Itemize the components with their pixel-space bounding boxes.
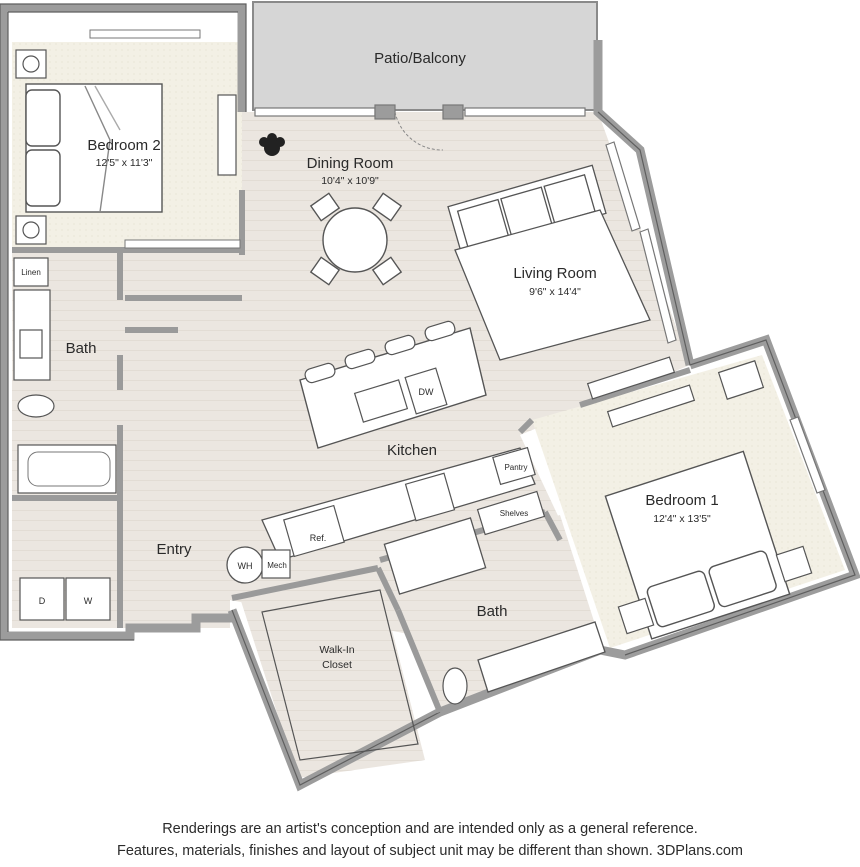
shelves-label: Shelves	[500, 509, 528, 518]
water-heater-label: WH	[238, 561, 253, 571]
washer	[65, 577, 111, 621]
left-bath-sink	[19, 329, 43, 359]
disclaimer: Renderings are an artist's conception an…	[0, 818, 860, 862]
dining-table	[309, 192, 403, 286]
refrigerator	[283, 504, 345, 558]
closet-floor	[240, 575, 425, 778]
dishwasher	[404, 367, 448, 415]
bedroom-1-chair	[717, 360, 765, 400]
interior-walls	[12, 190, 691, 714]
kitchen-name: Kitchen	[387, 442, 437, 459]
left-bath-tub-inner	[27, 451, 111, 487]
bedroom-2-dresser	[217, 94, 237, 176]
bedroom-1-dims: 12'4" x 13'5"	[653, 513, 711, 525]
bedroom-1-window	[789, 416, 826, 494]
dryer-label: D	[39, 596, 46, 606]
living-room-rug	[454, 209, 651, 361]
plant-icon	[259, 133, 285, 156]
bedroom-1-dresser-a	[586, 356, 676, 400]
disclaimer-line-1: Renderings are an artist's conception an…	[162, 821, 698, 837]
living-room-dims: 9'6" x 14'4"	[529, 286, 581, 298]
dishwasher-label: DW	[419, 387, 434, 397]
washer-label: W	[84, 596, 93, 606]
dining-room-name: Dining Room	[307, 155, 394, 172]
bedroom-2-dims: 12'5" x 11'3"	[96, 157, 153, 169]
bedroom-2-closet	[124, 239, 241, 249]
mech-closet	[261, 549, 291, 579]
bedroom-2-window	[89, 29, 201, 39]
bedroom-1-name: Bedroom 1	[645, 492, 718, 509]
closet-name-line2: Closet	[322, 659, 352, 671]
pantry-label: Pantry	[504, 463, 527, 472]
linen-closet	[13, 257, 49, 287]
left-bath-toilet	[17, 394, 55, 418]
shower	[383, 517, 487, 595]
bedroom-1-dresser-b	[606, 384, 696, 428]
right-bath-name: Bath	[477, 603, 508, 620]
wall-outlines	[0, 3, 856, 786]
bedroom-1-nightstand-a	[775, 545, 813, 583]
right-bath-toilet	[442, 667, 468, 705]
bedroom-1-bed	[604, 450, 791, 640]
living-room-windows	[605, 141, 677, 344]
entry-name: Entry	[156, 541, 192, 558]
mech-label: Mech	[267, 561, 287, 570]
bedroom-2-nightstands	[15, 49, 47, 245]
shelves	[476, 490, 546, 536]
cooktop	[404, 472, 456, 522]
patio-label: Patio/Balcony	[374, 50, 466, 67]
dining-room-dims: 10'4" x 10'9"	[321, 175, 379, 187]
closet-shelving	[261, 589, 419, 761]
bedroom-2-name: Bedroom 2	[87, 137, 160, 154]
kitchen-sink	[353, 379, 409, 423]
patio-door	[254, 104, 586, 120]
refrigerator-label: Ref.	[310, 533, 327, 543]
disclaimer-line-2: Features, materials, finishes and layout…	[117, 843, 743, 859]
pantry	[492, 446, 536, 486]
patio-door-swing	[394, 111, 444, 151]
bedroom-1-nightstand-b	[617, 597, 655, 635]
patio-area	[252, 1, 598, 111]
closet-name-line1: Walk-In	[319, 644, 354, 656]
bedroom-2-bed	[25, 83, 163, 213]
island-stools	[304, 320, 456, 384]
linen-label: Linen	[21, 268, 41, 277]
right-bath-vanity	[477, 621, 606, 693]
living-room-name: Living Room	[513, 265, 596, 282]
dryer	[19, 577, 65, 621]
left-bath-name: Bath	[66, 340, 97, 357]
